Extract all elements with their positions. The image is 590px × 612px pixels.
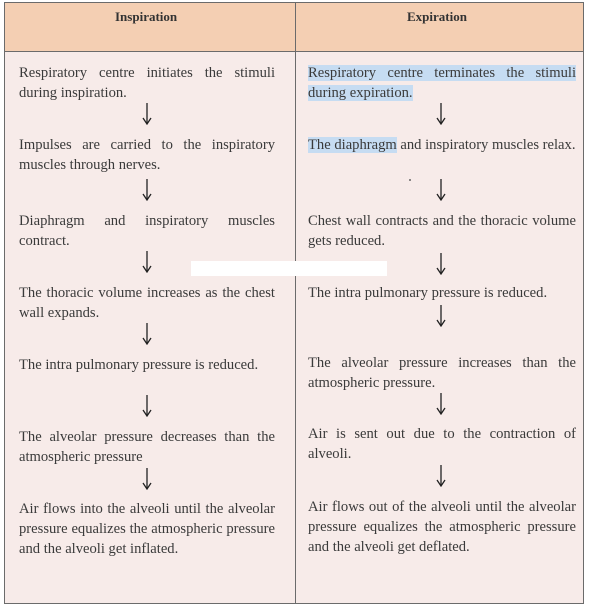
expiration-header: Expiration xyxy=(407,9,467,24)
arrow-down-icon xyxy=(141,251,153,273)
expiration-step-3: Chest wall contracts and the thoracic vo… xyxy=(308,213,576,249)
stray-dot xyxy=(409,179,411,181)
expiration-step-2: The diaphragm and inspiratory muscles re… xyxy=(308,135,576,155)
arrow-down-icon xyxy=(141,395,153,417)
column-divider xyxy=(295,3,296,603)
inspiration-step-4: The thoracic volume increases as the che… xyxy=(19,285,275,321)
arrow-down-icon xyxy=(141,323,153,345)
inspiration-header: Inspiration xyxy=(115,9,178,24)
inspiration-step-6: The alveolar pressure decreases than the… xyxy=(19,429,275,465)
expiration-step-2-rest: and inspiratory muscles relax. xyxy=(396,137,576,153)
arrow-down-icon xyxy=(435,393,447,415)
comparison-table: Inspiration Expiration Respiratory centr… xyxy=(4,2,584,604)
arrow-down-icon xyxy=(141,179,153,201)
arrow-down-icon xyxy=(435,179,447,201)
arrow-down-icon xyxy=(435,103,447,125)
expiration-step-7: Air flows out of the alveoli until the a… xyxy=(308,499,576,555)
arrow-down-icon xyxy=(435,465,447,487)
arrow-down-icon xyxy=(141,103,153,125)
inspiration-step-1: Respiratory centre initiates the stimuli… xyxy=(19,65,275,101)
table-header xyxy=(5,3,583,52)
expiration-step-5: The alveolar pressure increases than the… xyxy=(308,355,576,391)
arrow-down-icon xyxy=(435,253,447,275)
inspiration-step-2: Impulses are carried to the inspiratory … xyxy=(19,137,275,173)
highlighted-text: The diaphragm xyxy=(308,137,397,153)
expiration-step-1: Respiratory centre terminates the stimul… xyxy=(308,63,576,103)
arrow-down-icon xyxy=(141,468,153,490)
inspiration-step-7: Air flows into the alveoli until the alv… xyxy=(19,501,275,557)
inspiration-step-5: The intra pulmonary pressure is reduced. xyxy=(19,357,259,373)
arrow-down-icon xyxy=(435,305,447,327)
expiration-step-4: The intra pulmonary pressure is reduced. xyxy=(308,285,548,301)
inspiration-step-3: Diaphragm and inspiratory muscles contra… xyxy=(19,213,275,249)
highlighted-text: Respiratory centre terminates the stimul… xyxy=(308,65,576,101)
redaction-bar xyxy=(191,261,387,276)
expiration-step-6: Air is sent out due to the contraction o… xyxy=(308,426,576,462)
